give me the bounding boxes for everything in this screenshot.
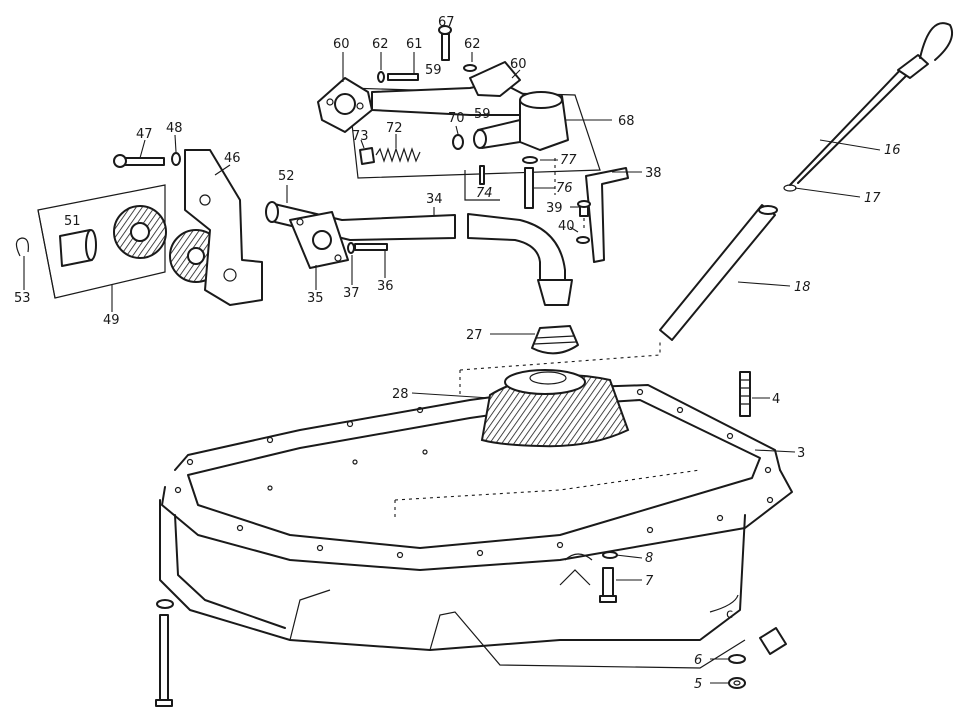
- bolt-7: [599, 551, 618, 603]
- drain-plug: [759, 627, 787, 655]
- callout-49: 49: [103, 313, 120, 328]
- bolt-39: [577, 200, 591, 217]
- callout-62b: 62: [464, 37, 481, 52]
- pipe-69: [473, 119, 521, 149]
- strainer-cover: [480, 369, 630, 448]
- callout-35: 35: [307, 291, 324, 306]
- dipstick-tube-18: [659, 204, 778, 341]
- svg-text:c: c: [726, 607, 733, 622]
- flange-60-right: [469, 61, 521, 97]
- callout-17: 17: [864, 191, 881, 206]
- callout-77: 77: [560, 153, 577, 168]
- callout-48: 48: [166, 121, 183, 136]
- callout-67: 67: [438, 15, 455, 30]
- gear-driven: [113, 205, 167, 259]
- long-bolt: [155, 599, 174, 707]
- callout-7: 7: [645, 574, 654, 589]
- pin-74: [479, 165, 485, 185]
- callout-68: 68: [618, 114, 635, 129]
- valve-body-68: [519, 91, 569, 151]
- callout-4: 4: [772, 392, 780, 407]
- callout-53: 53: [14, 291, 31, 306]
- washer-77: [522, 156, 538, 164]
- pump-body-46: [184, 149, 263, 306]
- callout-8: 8: [645, 551, 653, 566]
- callout-60b: 60: [510, 57, 527, 72]
- callout-47: 47: [136, 127, 153, 142]
- flange-35: [289, 211, 349, 269]
- pump-plate-49: [37, 184, 166, 299]
- callout-52: 52: [278, 169, 295, 184]
- oil-pan: c: [159, 384, 793, 669]
- callout-76: 76: [556, 181, 573, 196]
- washers-5-6: [728, 654, 746, 689]
- callout-70: 70: [448, 111, 465, 126]
- ring-70: [452, 134, 464, 150]
- bolt-76: [524, 167, 534, 209]
- callout-59a: 59: [425, 63, 442, 78]
- washer-48: [171, 152, 181, 166]
- bracket-38: [585, 167, 629, 263]
- callout-40: 40: [558, 219, 575, 234]
- callout-18: 18: [794, 280, 811, 295]
- washer-37: [347, 242, 355, 254]
- snap-ring-53: [15, 237, 29, 257]
- strainer-screen: [531, 325, 579, 355]
- washer-40: [576, 236, 590, 244]
- pipe-to-strainer: [467, 213, 573, 306]
- flange-bolt-holes: [174, 388, 774, 559]
- callout-3: 3: [797, 446, 805, 461]
- callout-60a: 60: [333, 37, 350, 52]
- washer-62-left: [377, 71, 385, 83]
- callout-46: 46: [224, 151, 241, 166]
- washer-62-right: [463, 64, 477, 72]
- callout-74: 74: [476, 186, 493, 201]
- callout-6: 6: [694, 653, 702, 668]
- bolt-61: [387, 73, 419, 81]
- dipstick-16: [789, 22, 954, 186]
- callout-38: 38: [645, 166, 662, 181]
- callout-62a: 62: [372, 37, 389, 52]
- bolt-67: [438, 25, 452, 61]
- callout-27: 27: [466, 328, 483, 343]
- bolt-47: [113, 154, 165, 168]
- callout-37: 37: [343, 286, 360, 301]
- bolt-36: [354, 243, 388, 251]
- callout-28: 28: [392, 387, 409, 402]
- callout-72: 72: [386, 121, 403, 136]
- callout-59b: 59: [474, 107, 491, 122]
- flange-60-left: [317, 77, 373, 133]
- callout-36: 36: [377, 279, 394, 294]
- callout-61: 61: [406, 37, 423, 52]
- bushing-51: [59, 229, 97, 267]
- leader-lines: [23, 52, 881, 684]
- callout-51: 51: [64, 214, 81, 229]
- stud-4: [739, 371, 751, 417]
- callout-39: 39: [546, 201, 563, 216]
- callout-73: 73: [352, 129, 369, 144]
- callout-labels: 60 62 61 67 62 59 60 68 70 59 73 72 77 7…: [14, 15, 901, 692]
- callout-16: 16: [884, 143, 901, 158]
- callout-5: 5: [694, 677, 702, 692]
- callout-34: 34: [426, 192, 443, 207]
- spring-72: [375, 147, 421, 163]
- plug-73: [359, 147, 375, 165]
